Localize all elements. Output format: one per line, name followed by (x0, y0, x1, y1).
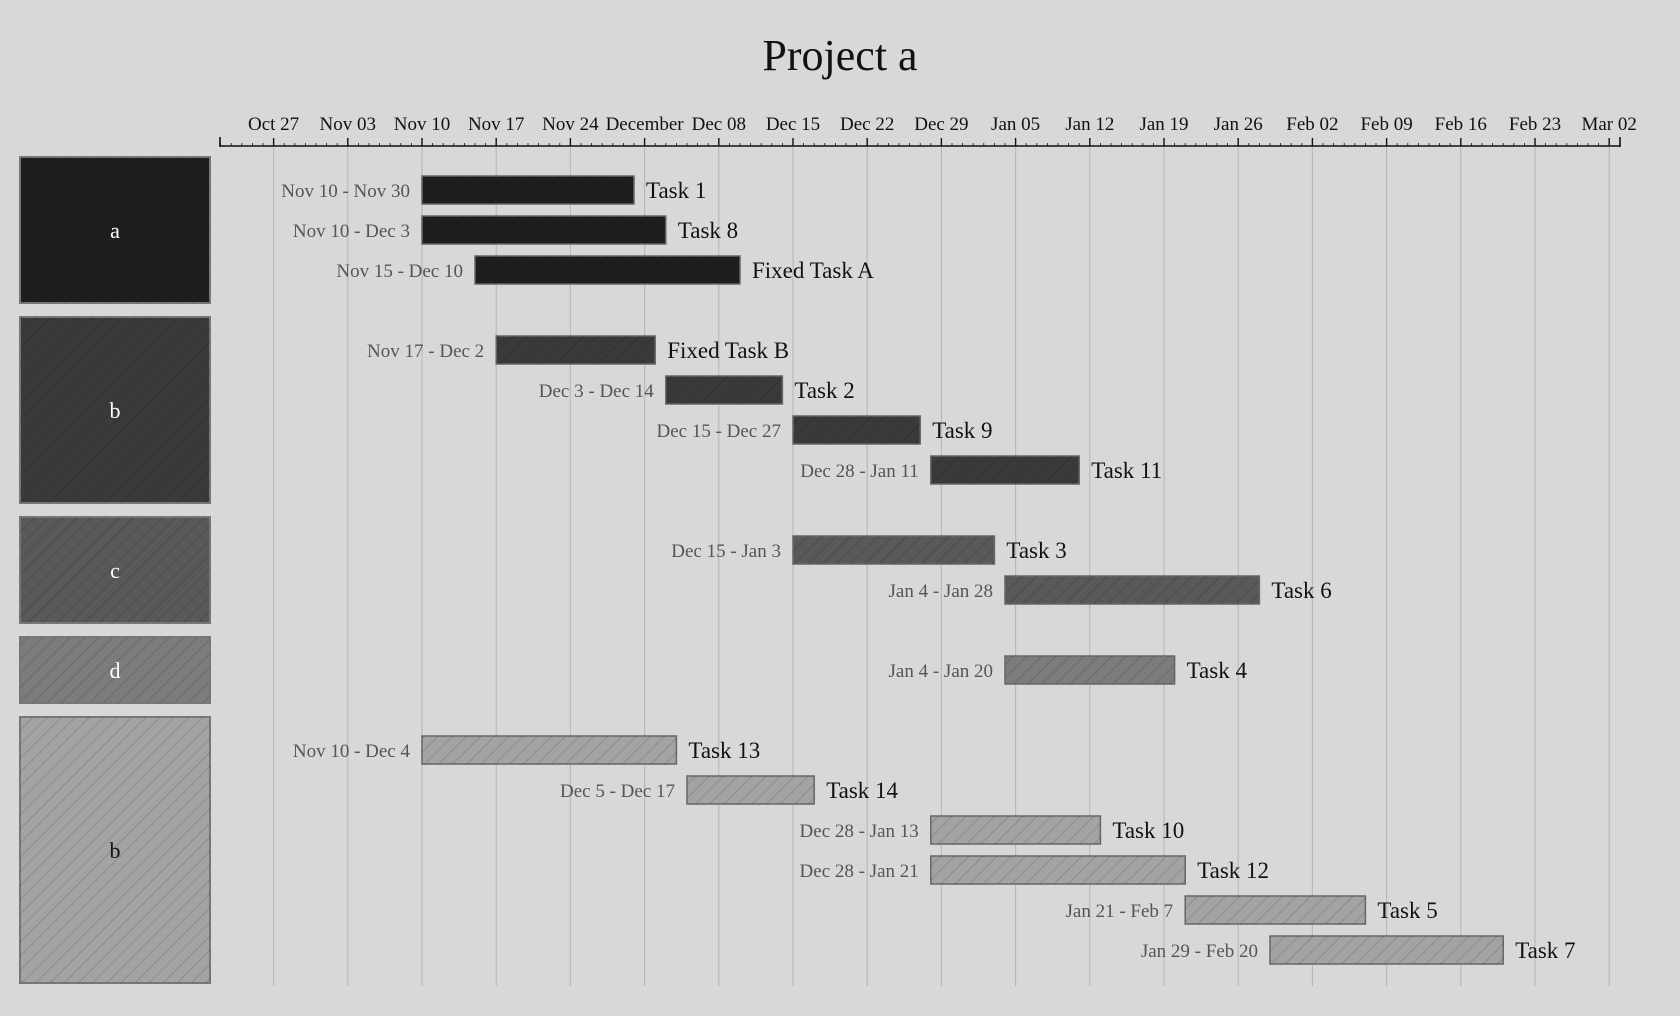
task-name: Task 4 (1187, 658, 1248, 683)
task-bar-hatch (930, 816, 1101, 844)
task-bar-hatch (1270, 936, 1504, 964)
task-date-range: Dec 5 - Dec 17 (560, 781, 675, 802)
group-panel-hatch (20, 317, 210, 503)
group-label: b (110, 398, 121, 423)
task-bar-hatch (793, 536, 995, 564)
task-date-range: Jan 4 - Jan 28 (889, 581, 993, 602)
task-name: Fixed Task A (752, 258, 874, 283)
task-name: Task 1 (646, 178, 706, 203)
axis-tick-label: Jan 19 (1139, 114, 1188, 135)
group-panel-hatch (20, 717, 210, 983)
axis-tick-label: Dec 22 (840, 114, 894, 135)
task-bar-hatch (793, 416, 921, 444)
axis-tick-label: Feb 23 (1509, 114, 1561, 135)
task-bar-hatch (422, 176, 634, 204)
task-bar-hatch (422, 736, 677, 764)
task-name: Task 7 (1515, 938, 1575, 963)
axis-tick-label: December (606, 114, 685, 135)
task-bar-hatch (1185, 896, 1366, 924)
axis-tick-label: Feb 16 (1435, 114, 1487, 135)
task-bar-hatch (475, 256, 740, 284)
axis-tick-label: Feb 09 (1360, 114, 1412, 135)
task-date-range: Nov 10 - Nov 30 (281, 181, 410, 202)
axis-tick-label: Nov 10 (394, 114, 450, 135)
axis-tick-label: Jan 26 (1214, 114, 1263, 135)
task-date-range: Dec 3 - Dec 14 (539, 381, 655, 402)
group-label: d (110, 658, 121, 683)
task-date-range: Dec 15 - Jan 3 (671, 541, 781, 562)
axis-tick-label: Nov 03 (320, 114, 376, 135)
group-panel-hatch (20, 637, 210, 703)
task-bar-hatch (1005, 576, 1260, 604)
task-name: Task 5 (1377, 898, 1437, 923)
task-name: Task 2 (794, 378, 854, 403)
group-label: c (110, 558, 120, 583)
task-date-range: Nov 10 - Dec 4 (293, 741, 411, 762)
task-bar-hatch (496, 336, 656, 364)
task-bar-hatch (1005, 656, 1175, 684)
task-name: Task 9 (932, 418, 992, 443)
axis-tick-label: Jan 12 (1065, 114, 1114, 135)
axis-tick-label: Dec 29 (914, 114, 968, 135)
axis-tick-label: Nov 17 (468, 114, 524, 135)
task-bar-hatch (930, 856, 1186, 884)
grid-lines (273, 146, 1610, 986)
time-axis: Oct 27 Nov 03 Nov 10 Nov 17 Nov 24 December De… (219, 114, 1637, 147)
group-labels: a b c d b (19, 156, 211, 984)
task-name: Task 3 (1006, 538, 1066, 563)
task-date-range: Nov 15 - Dec 10 (336, 261, 463, 282)
task-bar-hatch (665, 376, 783, 404)
axis-tick-label: Jan 05 (991, 114, 1040, 135)
task-name: Fixed Task B (667, 338, 789, 363)
task-bar-hatch (687, 776, 815, 804)
task-bar-hatch (930, 456, 1080, 484)
task-date-range: Jan 4 - Jan 20 (889, 661, 993, 682)
task-name: Task 6 (1271, 578, 1331, 603)
axis-tick-label: Oct 27 (248, 114, 299, 135)
task-date-range: Jan 21 - Feb 7 (1066, 901, 1174, 922)
task-date-range: Nov 10 - Dec 3 (293, 221, 410, 242)
task-bar-hatch (422, 216, 666, 244)
axis-tick-label: Feb 02 (1286, 114, 1338, 135)
axis-tick-label: Mar 02 (1581, 114, 1636, 135)
axis-tick-label: Dec 08 (692, 114, 746, 135)
task-name: Task 8 (678, 218, 738, 243)
group-label: a (110, 218, 120, 243)
task-name: Task 13 (688, 738, 760, 763)
group-label: b (110, 838, 121, 863)
task-date-range: Dec 15 - Dec 27 (656, 421, 781, 442)
axis-tick-label: Nov 24 (542, 114, 599, 135)
task-date-range: Nov 17 - Dec 2 (367, 341, 484, 362)
group-panel-hatch (20, 157, 210, 303)
task-name: Task 10 (1112, 818, 1184, 843)
task-date-range: Jan 29 - Feb 20 (1141, 941, 1258, 962)
task-bars: Nov 10 - Nov 30 Task 1 Nov 10 - Dec 3 Task … (281, 175, 1576, 965)
task-date-range: Dec 28 - Jan 21 (800, 861, 919, 882)
task-date-range: Dec 28 - Jan 11 (800, 461, 919, 482)
task-name: Task 12 (1197, 858, 1269, 883)
chart-title: Project a (762, 31, 917, 80)
task-date-range: Dec 28 - Jan 13 (800, 821, 919, 842)
task-name: Task 11 (1091, 458, 1162, 483)
axis-tick-label: Dec 15 (766, 114, 820, 135)
task-name: Task 14 (826, 778, 898, 803)
group-panel-hatch (20, 517, 210, 623)
